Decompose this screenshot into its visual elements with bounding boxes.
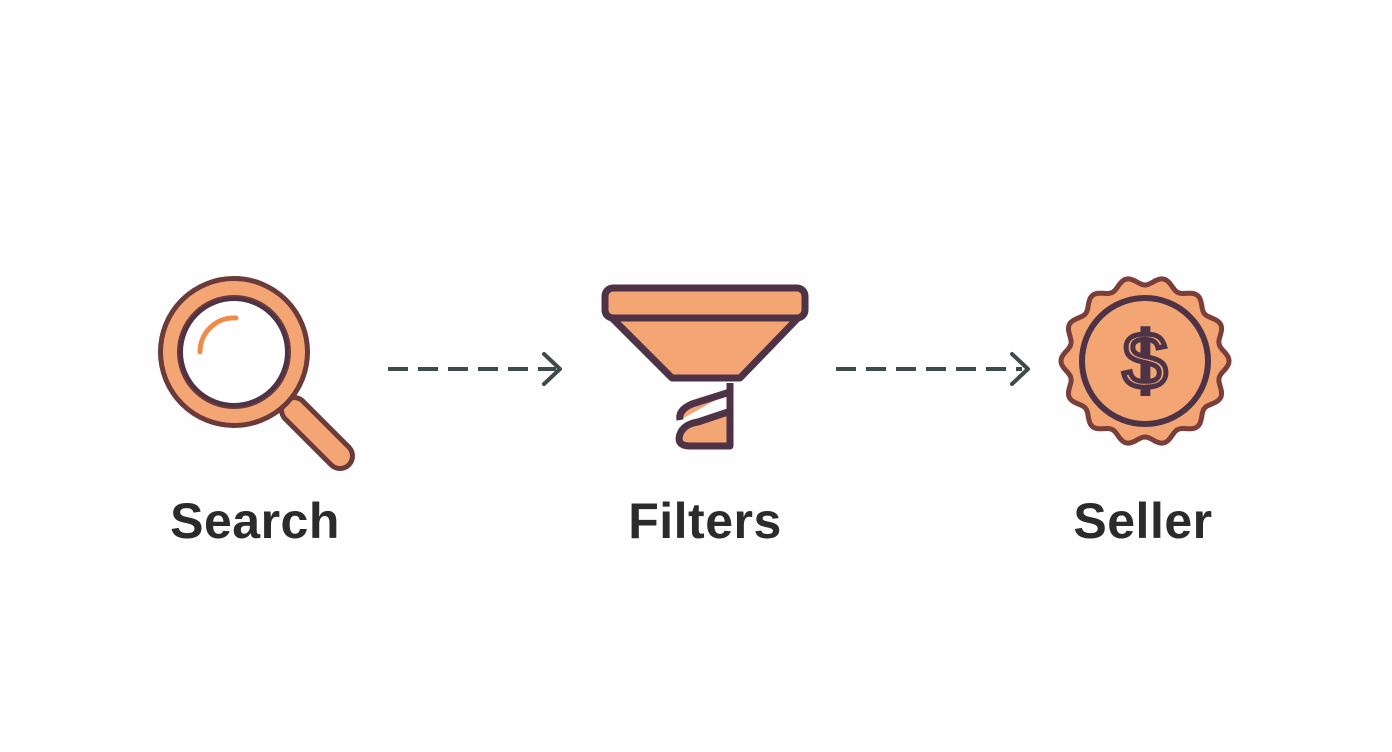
funnel-icon [601,284,809,450]
arrow-search-to-filters [388,352,562,386]
arrow-filters-to-seller [836,352,1030,386]
dollar-badge-icon: $ [1058,276,1232,446]
magnifier-icon [158,276,355,471]
step-label-filters: Filters [628,493,782,549]
step-label-seller: Seller [1073,493,1213,549]
svg-text:$: $ [1123,316,1168,405]
step-label-search: Search [170,493,340,549]
